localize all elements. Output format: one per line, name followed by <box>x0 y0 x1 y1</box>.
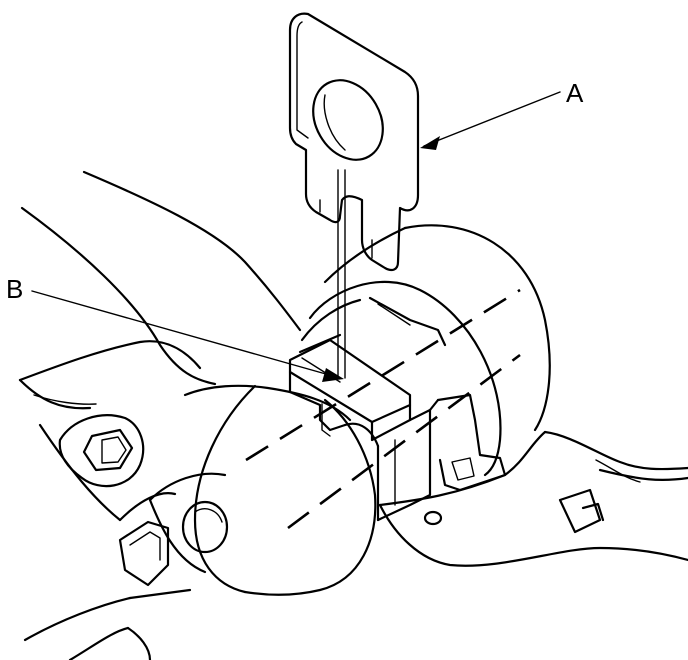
callout-label-a: A <box>566 78 584 108</box>
connector <box>148 333 440 596</box>
callout-label-b: B <box>6 274 23 304</box>
lock-pin-a <box>288 12 420 379</box>
callout-leaders <box>31 91 561 382</box>
housing-outline <box>18 170 302 660</box>
switch-body <box>300 224 688 567</box>
axis-lines <box>245 288 521 530</box>
